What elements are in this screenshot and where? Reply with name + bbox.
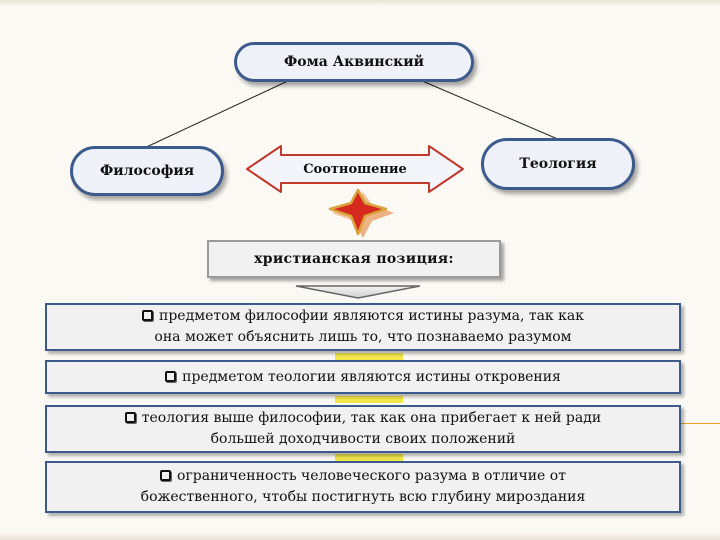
checkbox-bullet-icon bbox=[142, 310, 154, 321]
theology-text: Теология bbox=[519, 156, 597, 172]
statement-line: теология выше философии, так как она при… bbox=[141, 410, 602, 426]
star-icon bbox=[328, 188, 388, 236]
theology-oval: Теология bbox=[481, 138, 635, 190]
statement-line: предметом теологии являются истины откро… bbox=[182, 368, 561, 385]
relation-double-arrow bbox=[246, 145, 464, 193]
checkbox-bullet-icon bbox=[124, 412, 136, 423]
philosophy-oval: Философия bbox=[70, 146, 224, 196]
connector-bar bbox=[335, 353, 403, 360]
checkbox-bullet-icon bbox=[165, 370, 177, 382]
statement-line: божественного, чтобы постигнуть всю глуб… bbox=[140, 489, 586, 505]
statement-box: предметом теологии являются истины откро… bbox=[45, 360, 681, 394]
connector-bar bbox=[335, 396, 403, 403]
statement-line: предметом философии являются истины разу… bbox=[159, 308, 584, 324]
statement-box: предметом философии являются истины разу… bbox=[45, 303, 681, 351]
title-oval: Фома Аквинский bbox=[234, 42, 474, 82]
title-text: Фома Аквинский bbox=[284, 54, 424, 70]
position-box: христианская позиция: bbox=[207, 240, 501, 278]
relation-label: Соотношение bbox=[303, 162, 407, 177]
statement-line: она может объяснить лишь то, что познава… bbox=[154, 329, 572, 345]
statement-line: ограниченность человеческого разума в от… bbox=[177, 468, 566, 484]
branch-line-right bbox=[419, 79, 561, 141]
top-edge bbox=[0, 0, 720, 6]
bottom-edge bbox=[0, 532, 720, 540]
edge-tick bbox=[681, 423, 720, 424]
statement-box: ограниченность человеческого разума в от… bbox=[45, 461, 681, 513]
position-text: христианская позиция: bbox=[254, 251, 454, 267]
statement-line: большей доходчивости своих положений bbox=[210, 431, 516, 447]
connector-bar bbox=[335, 454, 403, 461]
philosophy-text: Философия bbox=[99, 163, 195, 179]
funnel-arrow bbox=[295, 285, 421, 299]
branch-line-left bbox=[139, 79, 291, 151]
checkbox-bullet-icon bbox=[160, 470, 172, 481]
statement-box: теология выше философии, так как она при… bbox=[45, 405, 681, 453]
